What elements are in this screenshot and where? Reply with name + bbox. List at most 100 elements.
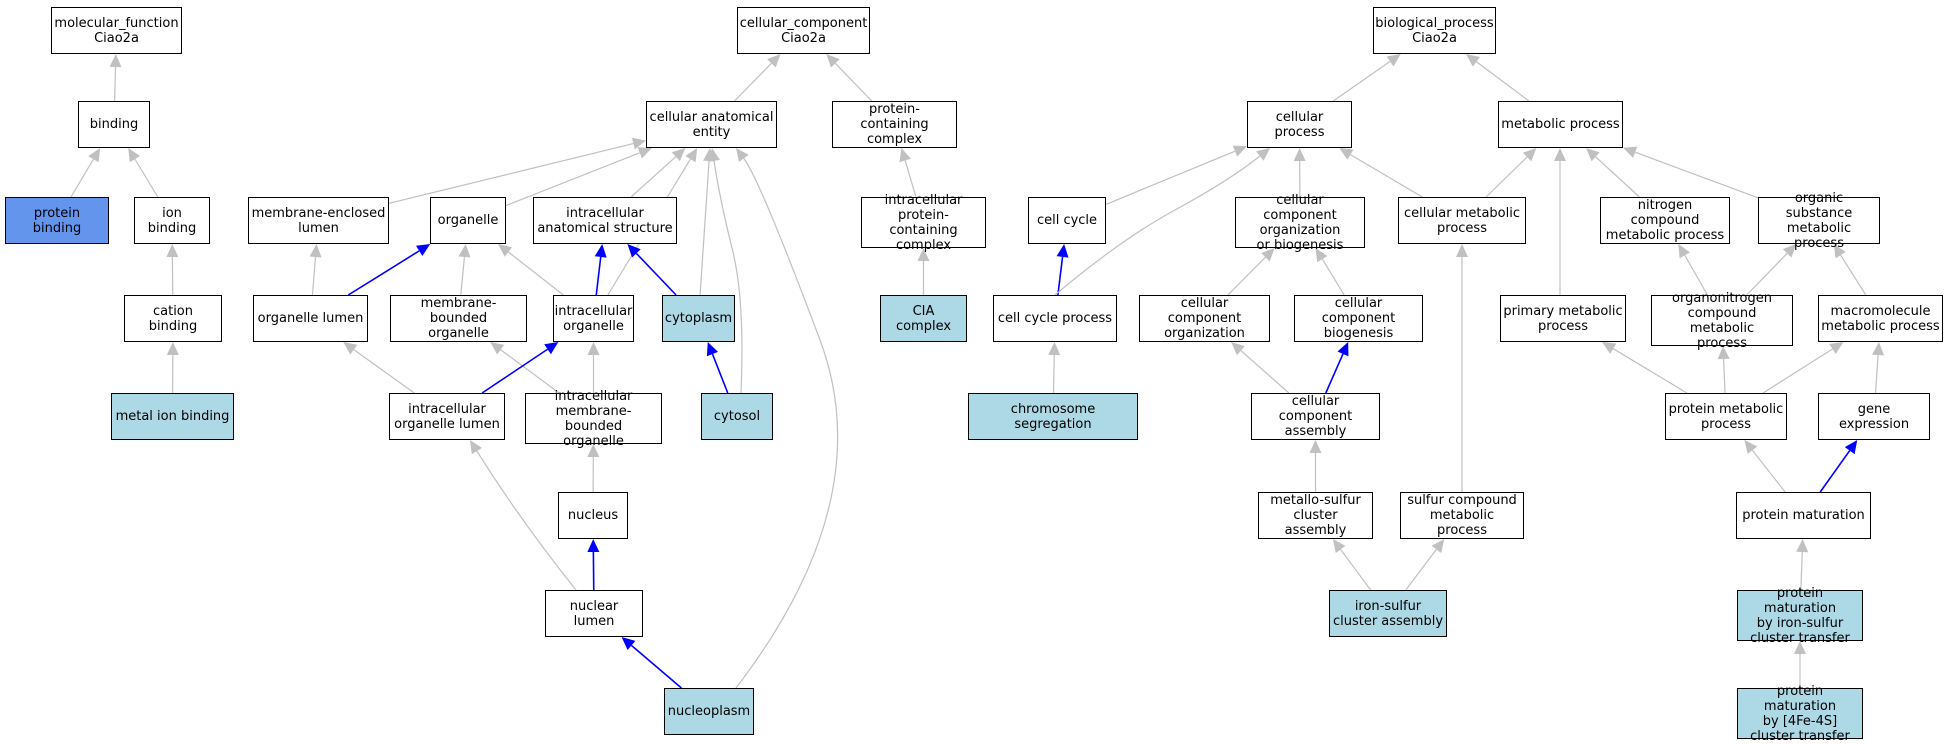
go-term-node-ccb: cellular component biogenesis (1294, 295, 1423, 342)
edge-arrowhead-ocmp-to-osmp (1782, 244, 1797, 258)
go-term-node-imbo: intracellular membrane-bounded organelle (525, 389, 662, 449)
go-term-node-ccob: cellular component organization or bioge… (1235, 193, 1365, 253)
go-term-node-mbo: membrane-bounded organelle (390, 295, 527, 342)
edge-arrowhead-binding-to-mf (109, 54, 122, 68)
edge-arrowhead-nucleoplasm-to-cae (736, 148, 749, 162)
edge-arrowhead-pmat-to-protmp (1744, 440, 1758, 454)
edge-arrowhead-cytoplasm-to-ias (627, 244, 641, 258)
go-term-node-cp: cellular process (1247, 101, 1352, 148)
go-term-node-ias: intracellular anatomical structure (533, 197, 677, 244)
edge-cmp-to-mp (1485, 156, 1528, 198)
edge-imbo-to-mbo (500, 349, 560, 394)
edge-arrowhead-olumen-to-organelle (416, 244, 431, 256)
edge-cca-to-ccb (1325, 353, 1344, 394)
edge-arrowhead-protmp-to-pmp (1602, 342, 1617, 354)
edge-arrowhead-ccp-to-cc_cycle (1056, 244, 1069, 258)
edge-arrowhead-cca-to-ccb (1337, 342, 1349, 357)
edge-pcc-to-cc (834, 62, 873, 102)
edge-cytoplasm-to-ias (635, 252, 677, 296)
go-term-node-ocmp: organonitrogen compound metabolic proces… (1651, 291, 1793, 351)
edge-arrowhead-pmp-to-mp (1554, 148, 1566, 161)
go-term-node-cia: CIA complex (880, 295, 967, 342)
edge-nlumen-to-iol (476, 450, 577, 591)
edge-arrowhead-ccp-to-cp (1256, 148, 1270, 161)
edge-cca-to-cco (1240, 350, 1290, 394)
go-term-node-protein-binding: protein binding (5, 197, 109, 244)
edge-cytoplasm-to-cae (699, 160, 710, 296)
edge-arrowhead-organelle-to-cae (637, 147, 652, 159)
edge-arrowhead-mel-to-cae (631, 137, 646, 150)
go-term-node-bp: biological_process Ciao2a (1373, 7, 1496, 54)
edge-arrowhead-isca-to-msca (1332, 539, 1346, 554)
edge-pmisc-to-pmat (1800, 551, 1803, 591)
edge-cc_cycle-to-cp (1105, 150, 1236, 205)
go-term-node-ncmp: nitrogen compound metabolic process (1600, 197, 1730, 244)
edge-arrowhead-cco-to-ccob (1261, 248, 1275, 262)
edge-arrowhead-protmp-to-mmp (1829, 342, 1844, 355)
edge-arrowhead-cae-to-cc (767, 54, 781, 68)
edge-arrowhead-pm4fe-to-pmisc (1794, 641, 1806, 654)
edge-arrowhead-mmp-to-osmp (1833, 244, 1846, 259)
edge-arrowhead-cca-to-cco (1231, 342, 1245, 356)
edge-arrowhead-scmp-to-cmp (1456, 244, 1468, 257)
go-term-node-nucleoplasm: nucleoplasm (664, 688, 754, 735)
edge-ocmp-to-ncmp (1684, 254, 1708, 296)
go-term-node-cytosol: cytosol (701, 393, 773, 440)
edge-ccp-to-cc_cycle (1057, 256, 1064, 296)
edge-isca-to-msca (1340, 549, 1372, 591)
go-term-node-cc-cycle: cell cycle (1028, 197, 1106, 244)
edge-nucleoplasm-to-nlumen (630, 644, 682, 689)
edge-arrowhead-ias-to-cae (671, 148, 686, 162)
edge-ccb-to-ccob (1321, 258, 1345, 296)
edge-arrowhead-cc_cycle-to-cp (1232, 145, 1247, 157)
edge-arrowhead-cp-to-bp (1386, 54, 1401, 67)
go-term-node-pmat: protein maturation (1736, 492, 1871, 539)
edge-mmp-to-osmp (1840, 254, 1867, 296)
edge-ncmp-to-mp (1595, 156, 1640, 198)
edge-cae-to-cc (734, 62, 772, 102)
edge-arrowhead-pcc-to-cc (826, 54, 840, 68)
edge-cp-to-bp (1332, 60, 1391, 102)
edge-arrowhead-isca-to-scmp (1431, 539, 1445, 553)
edge-arrowhead-ion_binding-to-binding (128, 148, 141, 163)
edge-arrowhead-osmp-to-mp (1623, 146, 1638, 158)
go-term-node-cco: cellular component organization (1139, 295, 1270, 342)
edge-isca-to-scmp (1405, 549, 1437, 591)
edge-cytosol-to-cae (713, 160, 743, 394)
go-term-node-pcc: protein-containing complex (832, 101, 957, 148)
edge-arrowhead-pmat-to-gexp (1844, 440, 1858, 455)
edge-arrowhead-io-to-organelle (498, 244, 513, 257)
edge-arrowhead-imbo-to-io (587, 342, 600, 355)
edge-arrowhead-ccob-to-cp (1293, 148, 1306, 162)
edge-arrowhead-nucleoplasm-to-nlumen (621, 637, 636, 650)
go-term-node-metal-ion-binding: metal ion binding (111, 393, 234, 440)
edge-pmat-to-protmp (1751, 449, 1786, 493)
go-term-node-pmp: primary metabolic process (1500, 295, 1626, 342)
edge-arrowhead-cmp-to-mp (1522, 148, 1537, 162)
edge-olumen-to-mel (311, 256, 317, 296)
go-term-node-mf: molecular_function Ciao2a (51, 7, 182, 54)
edge-arrowhead-ocmp-to-ncmp (1678, 244, 1691, 259)
edge-ion_binding-to-binding (134, 158, 159, 198)
edge-nucleoplasm-to-cae (735, 158, 839, 689)
edge-cco-to-ccob (1227, 256, 1266, 296)
edge-mp-to-bp (1476, 61, 1530, 102)
go-term-node-io: intracellular organelle (553, 295, 634, 342)
edge-io-to-organelle (507, 251, 564, 296)
edge-gexp-to-mmp (1874, 354, 1879, 394)
edge-protmp-to-pmp (1612, 348, 1688, 394)
edge-arrowhead-cytosol-to-cytoplasm (706, 342, 719, 357)
edge-protmp-to-mmp (1762, 348, 1833, 394)
edge-arrowhead-protein_binding-to-binding (88, 148, 101, 163)
edge-chrseg-to-ccp (1052, 354, 1055, 394)
go-term-node-osmp: organic substance metabolic process (1758, 191, 1880, 251)
edge-arrowhead-ccb-to-ccob (1315, 248, 1328, 263)
edge-arrowhead-ncmp-to-mp (1586, 148, 1600, 162)
edge-io-to-ias (595, 256, 602, 296)
edge-arrowhead-msca-to-cca (1309, 440, 1322, 453)
edge-arrowhead-pmisc-to-pmat (1796, 539, 1809, 553)
edge-arrowhead-cytosol-to-cae (708, 148, 720, 162)
go-term-node-cca: cellular component assembly (1251, 393, 1380, 440)
